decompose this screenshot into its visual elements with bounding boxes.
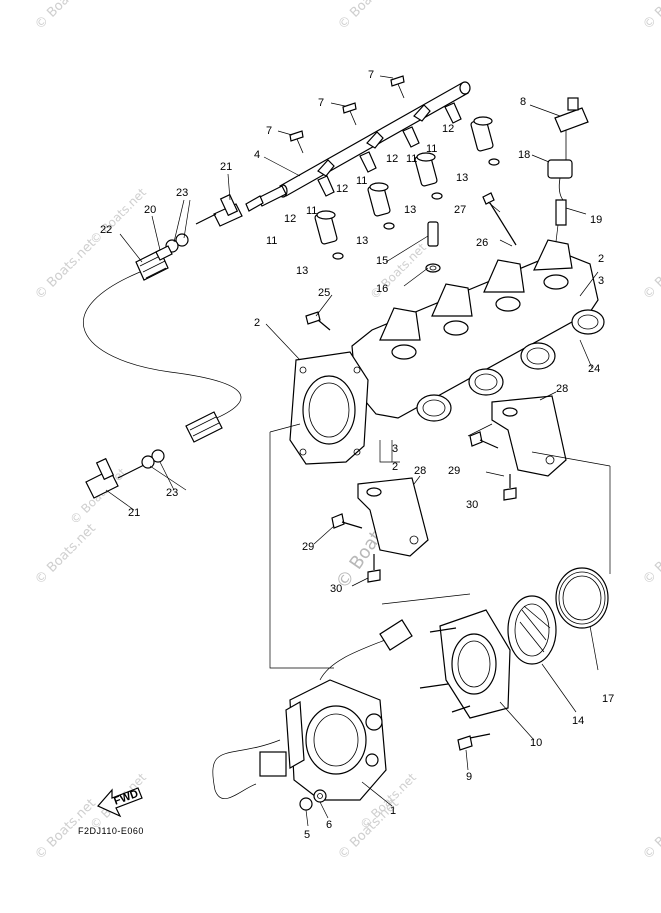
callout-2: 2 (392, 461, 398, 473)
callout-11: 11 (266, 235, 277, 247)
injector (470, 116, 500, 166)
watermark: © Boats.net (32, 521, 99, 588)
callout-26: 26 (476, 237, 488, 249)
callout-23: 23 (176, 187, 188, 199)
callout-17: 17 (602, 693, 614, 705)
callout-7: 7 (266, 125, 272, 137)
watermark: © Boats.net (640, 236, 661, 303)
callout-28: 28 (556, 383, 568, 395)
callout-12: 12 (284, 213, 296, 225)
callout-18: 18 (518, 149, 530, 161)
diagram-code: F2DJ110-E060 (78, 826, 144, 836)
callout-27: 27 (454, 204, 466, 216)
watermark: © Boats.net (32, 236, 99, 303)
ring (507, 595, 557, 665)
callout-12: 12 (442, 123, 454, 135)
callout-25: 25 (318, 287, 330, 299)
callout-30: 30 (330, 583, 342, 595)
callout-1: 1 (390, 805, 396, 817)
callout-15: 15 (376, 255, 388, 267)
throttle-cable (83, 193, 243, 499)
watermark: © Boats.net (335, 0, 402, 33)
watermark: © Boats.net (87, 185, 149, 247)
leader-lines (105, 75, 599, 827)
callout-11: 11 (406, 153, 417, 165)
callout-5: 5 (304, 829, 310, 841)
watermark: © Boats.net (640, 796, 661, 863)
reference-outline (269, 423, 611, 669)
callout-20: 20 (144, 204, 156, 216)
bolt (305, 311, 331, 331)
callout-12: 12 (386, 153, 398, 165)
callout-7: 7 (368, 69, 374, 81)
callout-12: 12 (336, 183, 348, 195)
callout-23: 23 (166, 487, 178, 499)
callout-14: 14 (572, 715, 584, 727)
callout-13: 13 (296, 265, 308, 277)
callout-22: 22 (100, 224, 112, 236)
callouts: 7 7 7 8 12 11 4 12 11 18 21 12 11 13 23 … (100, 69, 614, 841)
callout-13: 13 (356, 235, 368, 247)
callout-10: 10 (530, 737, 542, 749)
callout-2: 2 (598, 253, 604, 265)
bracket (357, 477, 429, 557)
watermark: © Boats.net (32, 0, 99, 33)
map-sensor (547, 97, 589, 251)
stud-bolt (482, 192, 517, 246)
callout-30: 30 (466, 499, 478, 511)
callout-13: 13 (456, 172, 468, 184)
injector (414, 152, 443, 200)
fuel-injectors (314, 116, 500, 260)
callout-6: 6 (326, 819, 332, 831)
watermark: © Boats.net (640, 0, 661, 33)
bracket (491, 395, 567, 477)
callout-28: 28 (414, 465, 426, 477)
callout-11: 11 (356, 175, 367, 187)
throttle-body (212, 619, 413, 811)
fuel-rail (245, 81, 471, 212)
callout-11: 11 (426, 143, 437, 155)
rail-bolts (289, 75, 405, 154)
callout-7: 7 (318, 97, 324, 109)
adapter-plate (419, 609, 511, 751)
callout-29: 29 (302, 541, 314, 553)
injector (314, 210, 344, 260)
callout-13: 13 (404, 204, 416, 216)
callout-9: 9 (466, 771, 472, 783)
seal (555, 567, 609, 629)
bolts (331, 431, 517, 583)
callout-21: 21 (220, 161, 232, 173)
temp-sensor (425, 221, 441, 273)
injector (367, 182, 395, 230)
callout-3: 3 (392, 443, 398, 455)
callout-8: 8 (520, 96, 526, 108)
intake-manifold (289, 239, 605, 465)
callout-4: 4 (254, 149, 260, 161)
callout-2: 2 (254, 317, 260, 329)
callout-19: 19 (590, 214, 602, 226)
callout-3: 3 (598, 275, 604, 287)
watermark: © Boats.net (640, 521, 661, 588)
callout-16: 16 (376, 283, 388, 295)
callout-29: 29 (448, 465, 460, 477)
callout-24: 24 (588, 363, 600, 375)
callout-11: 11 (306, 205, 317, 217)
callout-21: 21 (128, 507, 140, 519)
